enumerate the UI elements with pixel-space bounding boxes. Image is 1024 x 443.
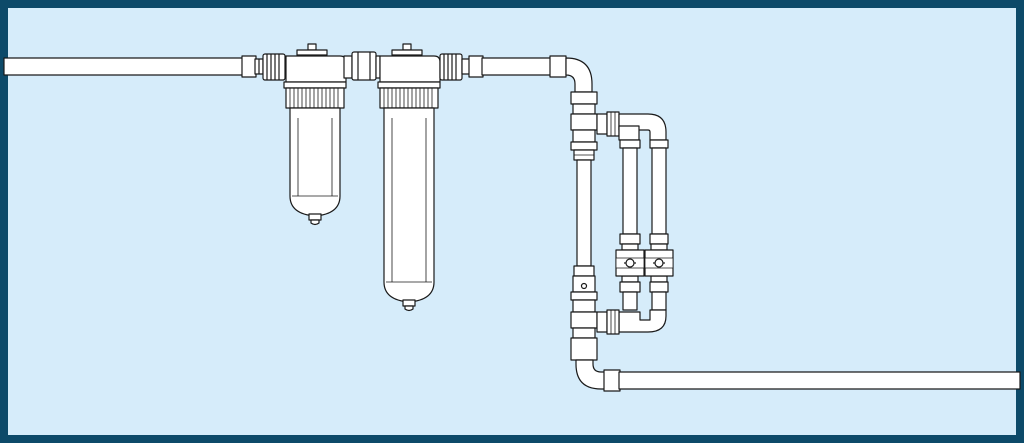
filter-coupling — [343, 51, 381, 81]
ball-valve — [615, 249, 645, 277]
outlet-connector-pipe — [461, 55, 567, 78]
inlet-pipe — [3, 55, 264, 78]
ball-valve — [644, 249, 674, 277]
main-vertical-line — [570, 91, 598, 361]
cartridge-filter-housing — [377, 43, 463, 312]
bypass-loop — [596, 111, 669, 335]
outlet-pipe — [603, 369, 1021, 392]
sediment-filter-housing — [262, 43, 347, 226]
